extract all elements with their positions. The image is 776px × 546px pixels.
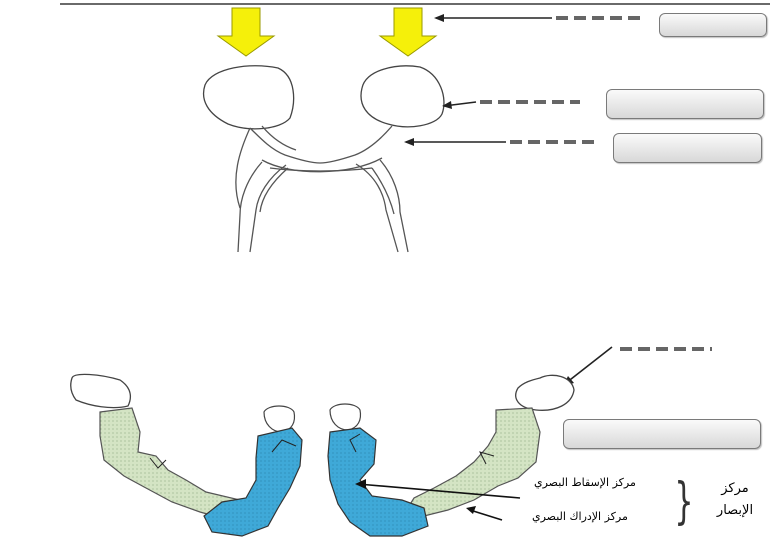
projection-center-label: مركز الإسقاط البصري	[534, 476, 636, 489]
occipital-tip-left	[263, 405, 296, 433]
light-arrow-right	[378, 7, 438, 57]
chiasm-bridge	[261, 157, 383, 173]
brain-outline-left	[70, 373, 132, 409]
projection-pointer-head	[355, 479, 366, 489]
optic-chiasm	[235, 125, 395, 215]
perception-area-right	[402, 407, 541, 517]
perception-pointer	[469, 509, 503, 521]
projection-area-left	[203, 427, 303, 537]
projection-pointer	[357, 483, 521, 499]
vision-center-line1: مركز	[721, 481, 749, 496]
eyeball-right	[360, 65, 445, 128]
answer-box-1[interactable]	[659, 13, 767, 37]
eyeball-left	[203, 65, 295, 130]
sulcus-ticks	[149, 433, 495, 469]
answer-box-2[interactable]	[606, 89, 764, 119]
occipital-tip-right	[329, 403, 362, 431]
optic-tract-left	[237, 161, 287, 253]
answer-box-4[interactable]	[563, 419, 761, 449]
optic-tract-right	[355, 159, 409, 253]
pointer-line-4	[565, 346, 613, 384]
brain-outline-right	[515, 374, 575, 411]
pointer-head-1	[434, 14, 444, 22]
vision-center-label: مركز الإبصار	[705, 478, 765, 522]
pointer-head-3	[404, 138, 414, 146]
answer-box-3[interactable]	[613, 133, 762, 163]
projection-area-right	[327, 427, 429, 537]
pointer-head-2	[442, 101, 452, 109]
perception-pointer-head	[466, 506, 476, 514]
vision-center-line2: الإبصار	[716, 503, 754, 518]
brace-bracket: }	[674, 472, 694, 530]
perception-center-label: مركز الإدراك البصري	[532, 510, 628, 523]
light-arrow-left	[216, 7, 276, 57]
